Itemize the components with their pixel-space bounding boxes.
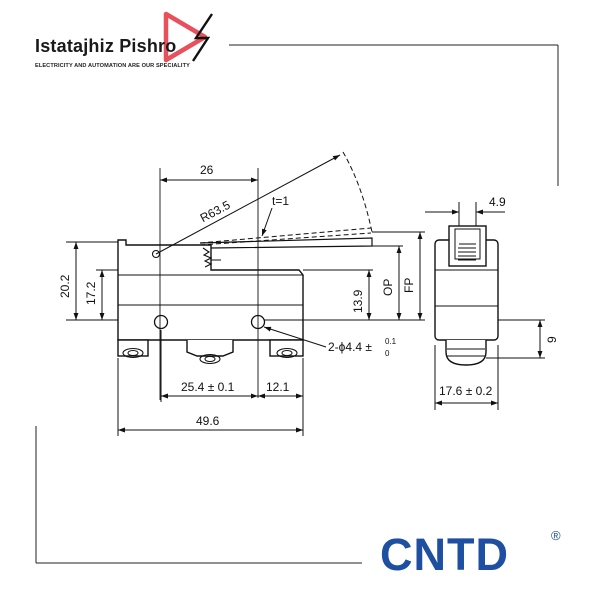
side-dimension-lines: [425, 202, 545, 410]
brand-title: Istatajhiz Pishro: [35, 36, 177, 56]
switch-body: [117, 239, 304, 341]
dim-hole: 2-ϕ4.4 ±: [328, 340, 372, 354]
front-view: [117, 237, 373, 365]
dim-hole-sub: 0: [385, 349, 390, 358]
dim-4-9: 4.9: [489, 195, 506, 209]
dim-17-6: 17.6 ± 0.2: [439, 384, 493, 398]
lever-arm: [199, 237, 373, 249]
spring: [202, 247, 213, 268]
dim-t1: t=1: [272, 194, 289, 208]
frame-lines: [35, 44, 559, 564]
dim-49-6: 49.6: [196, 414, 220, 428]
registered-mark: ®: [551, 528, 561, 543]
dim-9: 9: [545, 336, 559, 343]
dim-op: OP: [381, 279, 395, 296]
dim-hole-sup: 0.1: [385, 337, 397, 346]
dim-13-9: 13.9: [351, 289, 365, 313]
cntd-logo: CNTD: [380, 529, 509, 580]
brand-logo-icon: [163, 11, 213, 63]
dim-12-1: 12.1: [266, 380, 290, 394]
dim-r63-5: R63.5: [198, 198, 233, 226]
side-foot: [445, 340, 487, 366]
dim-26: 26: [200, 163, 214, 177]
brand-tagline: ELECTRICITY AND AUTOMATION ARE OUR SPECI…: [35, 63, 190, 69]
dim-fp: FP: [402, 278, 416, 293]
side-view: [434, 225, 499, 366]
lever-free-dashed: [199, 227, 372, 246]
lever-pivot: [151, 249, 161, 259]
radius-arc: [342, 151, 373, 233]
dim-20-2: 20.2: [58, 274, 72, 298]
side-spring: [458, 243, 476, 261]
dim-17-2: 17.2: [84, 281, 98, 305]
mounting-hole-left: [153, 314, 169, 330]
foot-middle: [186, 340, 234, 357]
dimension-lines: [66, 154, 425, 436]
dim-25-4: 25.4 ± 0.1: [181, 380, 235, 394]
